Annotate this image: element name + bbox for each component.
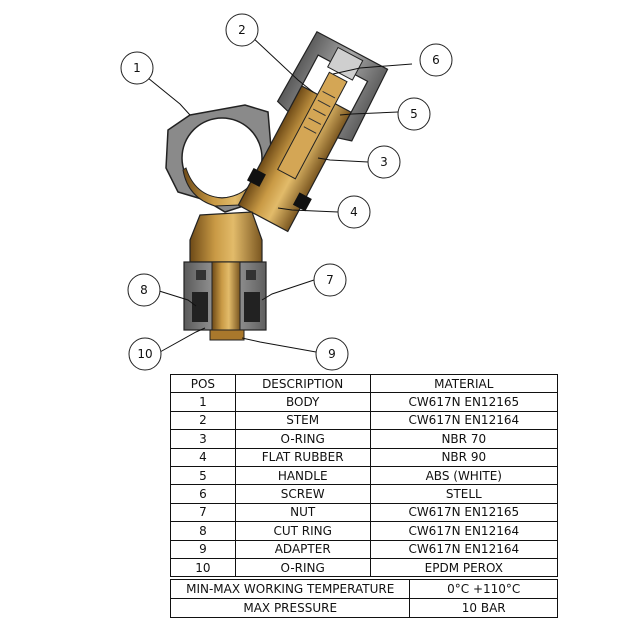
cell-material: STELL — [369, 484, 559, 504]
cell-pos: 7 — [170, 502, 236, 523]
table-row: 6 SCREW STELL — [170, 484, 559, 504]
parts-table: POS DESCRIPTION MATERIAL 1 BODY CW617N E… — [170, 373, 559, 578]
svg-text:1: 1 — [133, 61, 141, 75]
leader-lines — [147, 35, 413, 353]
cell-material: CW617N EN12165 — [369, 502, 559, 523]
header-material: MATERIAL — [369, 373, 559, 394]
callout-9: 9 — [315, 337, 349, 371]
table-row: 10 O-RING EPDM PEROX — [170, 557, 559, 578]
spec-label: MAX PRESSURE — [169, 598, 411, 618]
cell-material: NBR 70 — [369, 429, 559, 449]
cell-material: NBR 90 — [369, 447, 559, 467]
cell-description: FLAT RUBBER — [234, 447, 371, 467]
callout-5: 5 — [397, 97, 431, 131]
svg-text:2: 2 — [238, 23, 246, 37]
callout-6: 6 — [419, 43, 453, 77]
spec-row-temperature: MIN-MAX WORKING TEMPERATURE 0°C +110°C — [169, 579, 558, 599]
cell-description: SCREW — [234, 484, 371, 504]
svg-text:3: 3 — [380, 155, 388, 169]
table-row: 3 O-RING NBR 70 — [170, 429, 559, 449]
header-pos: POS — [170, 373, 236, 394]
spec-value: 10 BAR — [409, 598, 558, 618]
table-row: 8 CUT RING CW617N EN12164 — [170, 521, 559, 541]
cell-pos: 4 — [170, 447, 236, 467]
callout-1: 1 — [120, 51, 154, 85]
cell-description: HANDLE — [234, 465, 371, 486]
spec-table: MIN-MAX WORKING TEMPERATURE 0°C +110°C M… — [169, 579, 558, 618]
cell-material: EPDM PEROX — [369, 557, 559, 578]
cell-description: O-RING — [234, 429, 371, 449]
table-row: 9 ADAPTER CW617N EN12164 — [170, 539, 559, 559]
table-row: 1 BODY CW617N EN12165 — [170, 392, 559, 412]
table-row: 2 STEM CW617N EN12164 — [170, 410, 559, 431]
cell-material: CW617N EN12165 — [369, 392, 559, 412]
callout-10: 10 — [128, 337, 162, 371]
parts-table-header: POS DESCRIPTION MATERIAL — [170, 373, 559, 394]
cell-pos: 1 — [170, 392, 236, 412]
callout-4: 4 — [337, 195, 371, 229]
svg-text:7: 7 — [326, 273, 334, 287]
table-row: 4 FLAT RUBBER NBR 90 — [170, 447, 559, 467]
table-row: 7 NUT CW617N EN12165 — [170, 502, 559, 523]
svg-text:10: 10 — [137, 347, 152, 361]
cell-description: ADAPTER — [234, 539, 371, 559]
svg-text:9: 9 — [328, 347, 336, 361]
valve-assembly-drawing: 1 2 3 4 5 6 7 8 9 10 — [120, 13, 453, 371]
cell-pos: 3 — [170, 429, 236, 449]
spec-value: 0°C +110°C — [409, 579, 558, 599]
table-row: 5 HANDLE ABS (WHITE) — [170, 465, 559, 486]
cell-description: O-RING — [234, 557, 371, 578]
cell-pos: 10 — [170, 557, 236, 578]
svg-text:8: 8 — [140, 283, 148, 297]
cell-pos: 6 — [170, 484, 236, 504]
cell-material: ABS (WHITE) — [369, 465, 559, 486]
svg-text:6: 6 — [432, 53, 440, 67]
svg-text:4: 4 — [350, 205, 358, 219]
header-description: DESCRIPTION — [234, 373, 371, 394]
cell-pos: 9 — [170, 539, 236, 559]
cell-description: NUT — [234, 502, 371, 523]
callout-8: 8 — [127, 273, 161, 307]
cell-pos: 8 — [170, 521, 236, 541]
cell-material: CW617N EN12164 — [369, 521, 559, 541]
cell-description: STEM — [234, 410, 371, 431]
callout-3: 3 — [367, 145, 401, 179]
cell-material: CW617N EN12164 — [369, 410, 559, 431]
spec-label: MIN-MAX WORKING TEMPERATURE — [169, 579, 411, 599]
cell-description: BODY — [234, 392, 371, 412]
svg-text:5: 5 — [410, 107, 418, 121]
spec-row-pressure: MAX PRESSURE 10 BAR — [169, 598, 558, 618]
callout-2: 2 — [225, 13, 259, 47]
cell-pos: 5 — [170, 465, 236, 486]
cell-pos: 2 — [170, 410, 236, 431]
outlet-connector — [183, 211, 267, 341]
callout-7: 7 — [313, 263, 347, 297]
cell-material: CW617N EN12164 — [369, 539, 559, 559]
cell-description: CUT RING — [234, 521, 371, 541]
